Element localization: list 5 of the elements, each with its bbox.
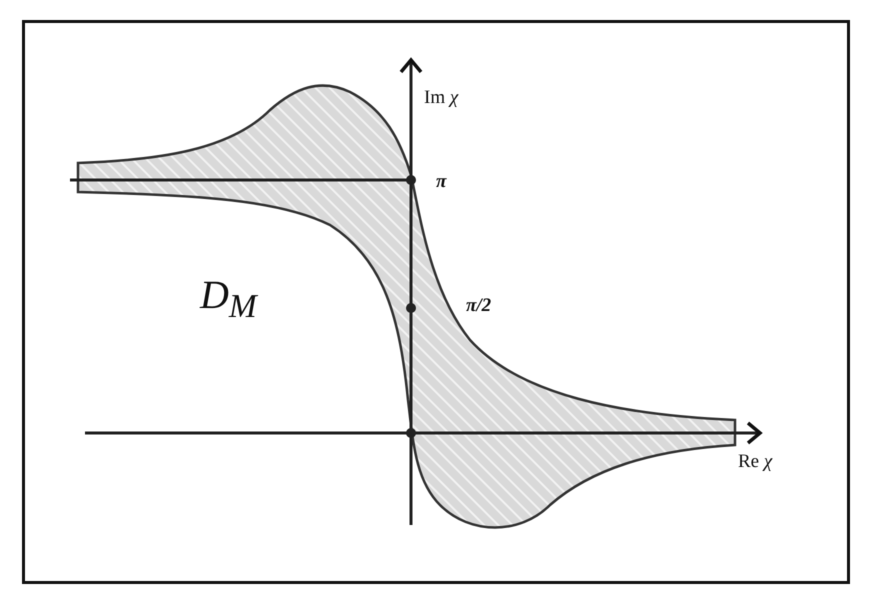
tick-label: π xyxy=(436,172,446,191)
axis-label: Re χ xyxy=(738,452,772,471)
axis-label: Im χ xyxy=(424,88,458,107)
tick-label: π/2 xyxy=(466,296,492,315)
region-label: D$_{M}$ xyxy=(200,275,257,324)
